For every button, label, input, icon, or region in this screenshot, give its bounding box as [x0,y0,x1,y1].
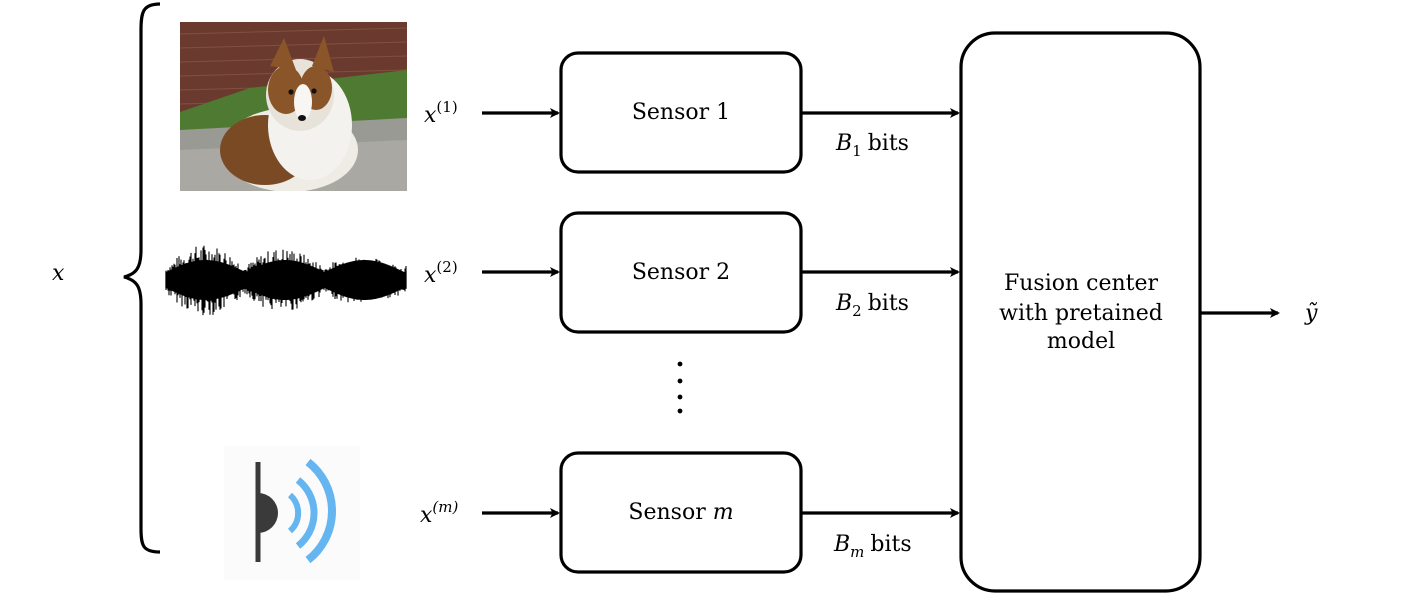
fusion-line-2: with pretained [999,301,1163,326]
source-label-m: x(m) [420,498,458,528]
sensor-box-2: Sensor 2 [559,211,803,334]
fusion-line-1: Fusion center [1004,271,1159,296]
audio-waveform [165,245,407,316]
output-y-label: ỹ [1304,301,1318,326]
dog-photo [180,22,407,191]
sensor-box-1: Sensor 1 [559,51,803,174]
source-label-1: x(1) [424,98,458,128]
sensor-label-m: Sensor m [628,500,733,525]
waveform-core [165,260,407,300]
sensor-label-1: Sensor 1 [632,100,730,125]
fusion-center-box: Fusion center with pretained model [959,31,1202,593]
vertical-ellipsis [677,361,683,414]
input-brace [123,2,161,554]
input-x-label: x [52,261,65,286]
sensor-label-2: Sensor 2 [632,260,730,285]
radar-signal-icon [224,446,360,580]
sensor-box-m: Sensor m [559,451,803,574]
source-label-2: x(2) [424,258,458,288]
fusion-line-3: model [1047,329,1115,354]
